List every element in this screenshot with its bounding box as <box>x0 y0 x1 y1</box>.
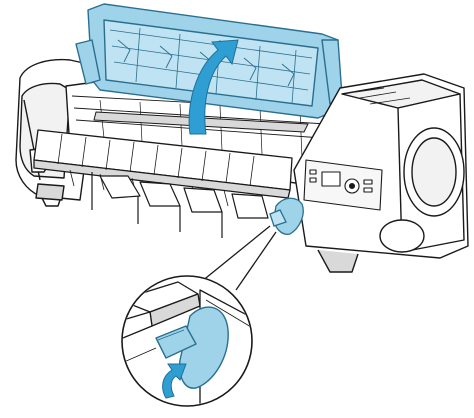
panel-button-d <box>363 187 373 193</box>
panel-button-c <box>363 179 373 185</box>
panel-button-b <box>309 177 317 183</box>
printer-right-housing <box>293 73 469 273</box>
detail-magnifier <box>121 275 253 407</box>
panel-button-a <box>309 169 317 175</box>
callout-leader <box>195 225 277 291</box>
curved-up-arrow-icon <box>188 39 239 135</box>
release-lever-icon <box>269 197 304 235</box>
panel-display <box>321 171 341 187</box>
zoomed-release-lever-icon <box>155 306 229 389</box>
operation-panel <box>303 159 383 211</box>
feed-guides <box>91 172 269 238</box>
curved-up-arrow-icon <box>162 363 187 399</box>
